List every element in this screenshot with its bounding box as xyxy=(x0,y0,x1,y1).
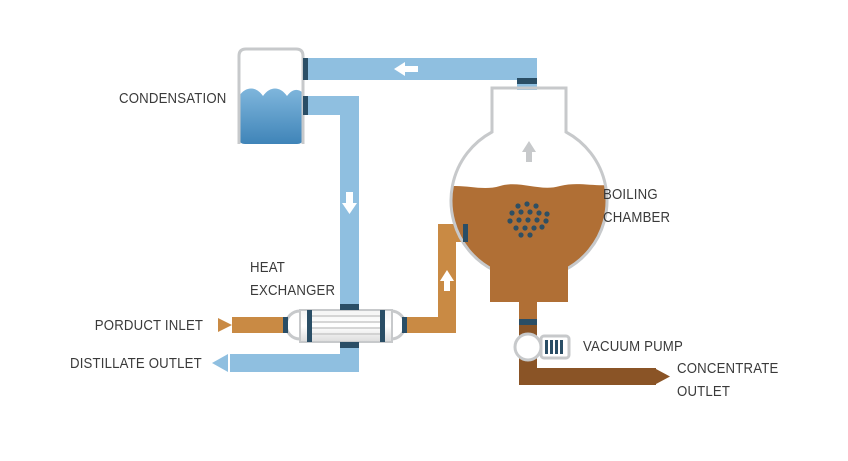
label-vacuum-pump: VACUUM PUMP xyxy=(583,338,683,355)
heat-exchanger xyxy=(283,309,407,343)
heat-exchanger-body xyxy=(299,309,393,343)
arrow-up-product xyxy=(440,270,454,291)
product-inlet-pipe xyxy=(232,317,292,333)
label-product-inlet: PORDUCT INLET xyxy=(94,317,203,334)
boiling-chamber-neck xyxy=(519,300,537,322)
vacuum-pump-housing xyxy=(513,332,543,362)
concentrate-pipe-out xyxy=(519,368,656,385)
vapor-pipe-chamber-riser xyxy=(517,58,537,90)
boiling-bubbles xyxy=(507,201,550,238)
condensation-tank-outline xyxy=(237,47,305,144)
label-condensation: CONDENSATION xyxy=(119,90,227,107)
vapor-up-arrow xyxy=(522,141,536,162)
vacuum-pump xyxy=(513,325,670,385)
condensation-tank xyxy=(237,47,305,144)
product-inlet-arrowhead xyxy=(218,318,232,332)
arrow-down-condensate xyxy=(342,192,357,214)
condensation-water xyxy=(239,88,303,144)
boiling-chamber-cone xyxy=(490,258,568,302)
pipe-joints xyxy=(303,58,537,348)
label-distillate-outlet: DISTILLATE OUTLET xyxy=(70,355,202,372)
label-heat-exchanger: HEAT EXCHANGER xyxy=(250,259,336,299)
arrow-left-top xyxy=(394,62,418,76)
boiling-liquid xyxy=(450,184,607,279)
boiling-chamber xyxy=(449,86,609,322)
label-concentrate-outlet: CONCENTRATE OUTLET xyxy=(677,360,779,400)
concentrate-outlet-arrowhead xyxy=(656,369,670,384)
label-boiling-chamber: BOILING CHAMBER xyxy=(603,186,671,226)
distillate-outlet-arrowhead xyxy=(212,354,228,372)
vapor-pipe-top xyxy=(303,58,537,80)
distillate-pipe-out xyxy=(230,354,359,372)
flow-arrows xyxy=(342,62,454,291)
